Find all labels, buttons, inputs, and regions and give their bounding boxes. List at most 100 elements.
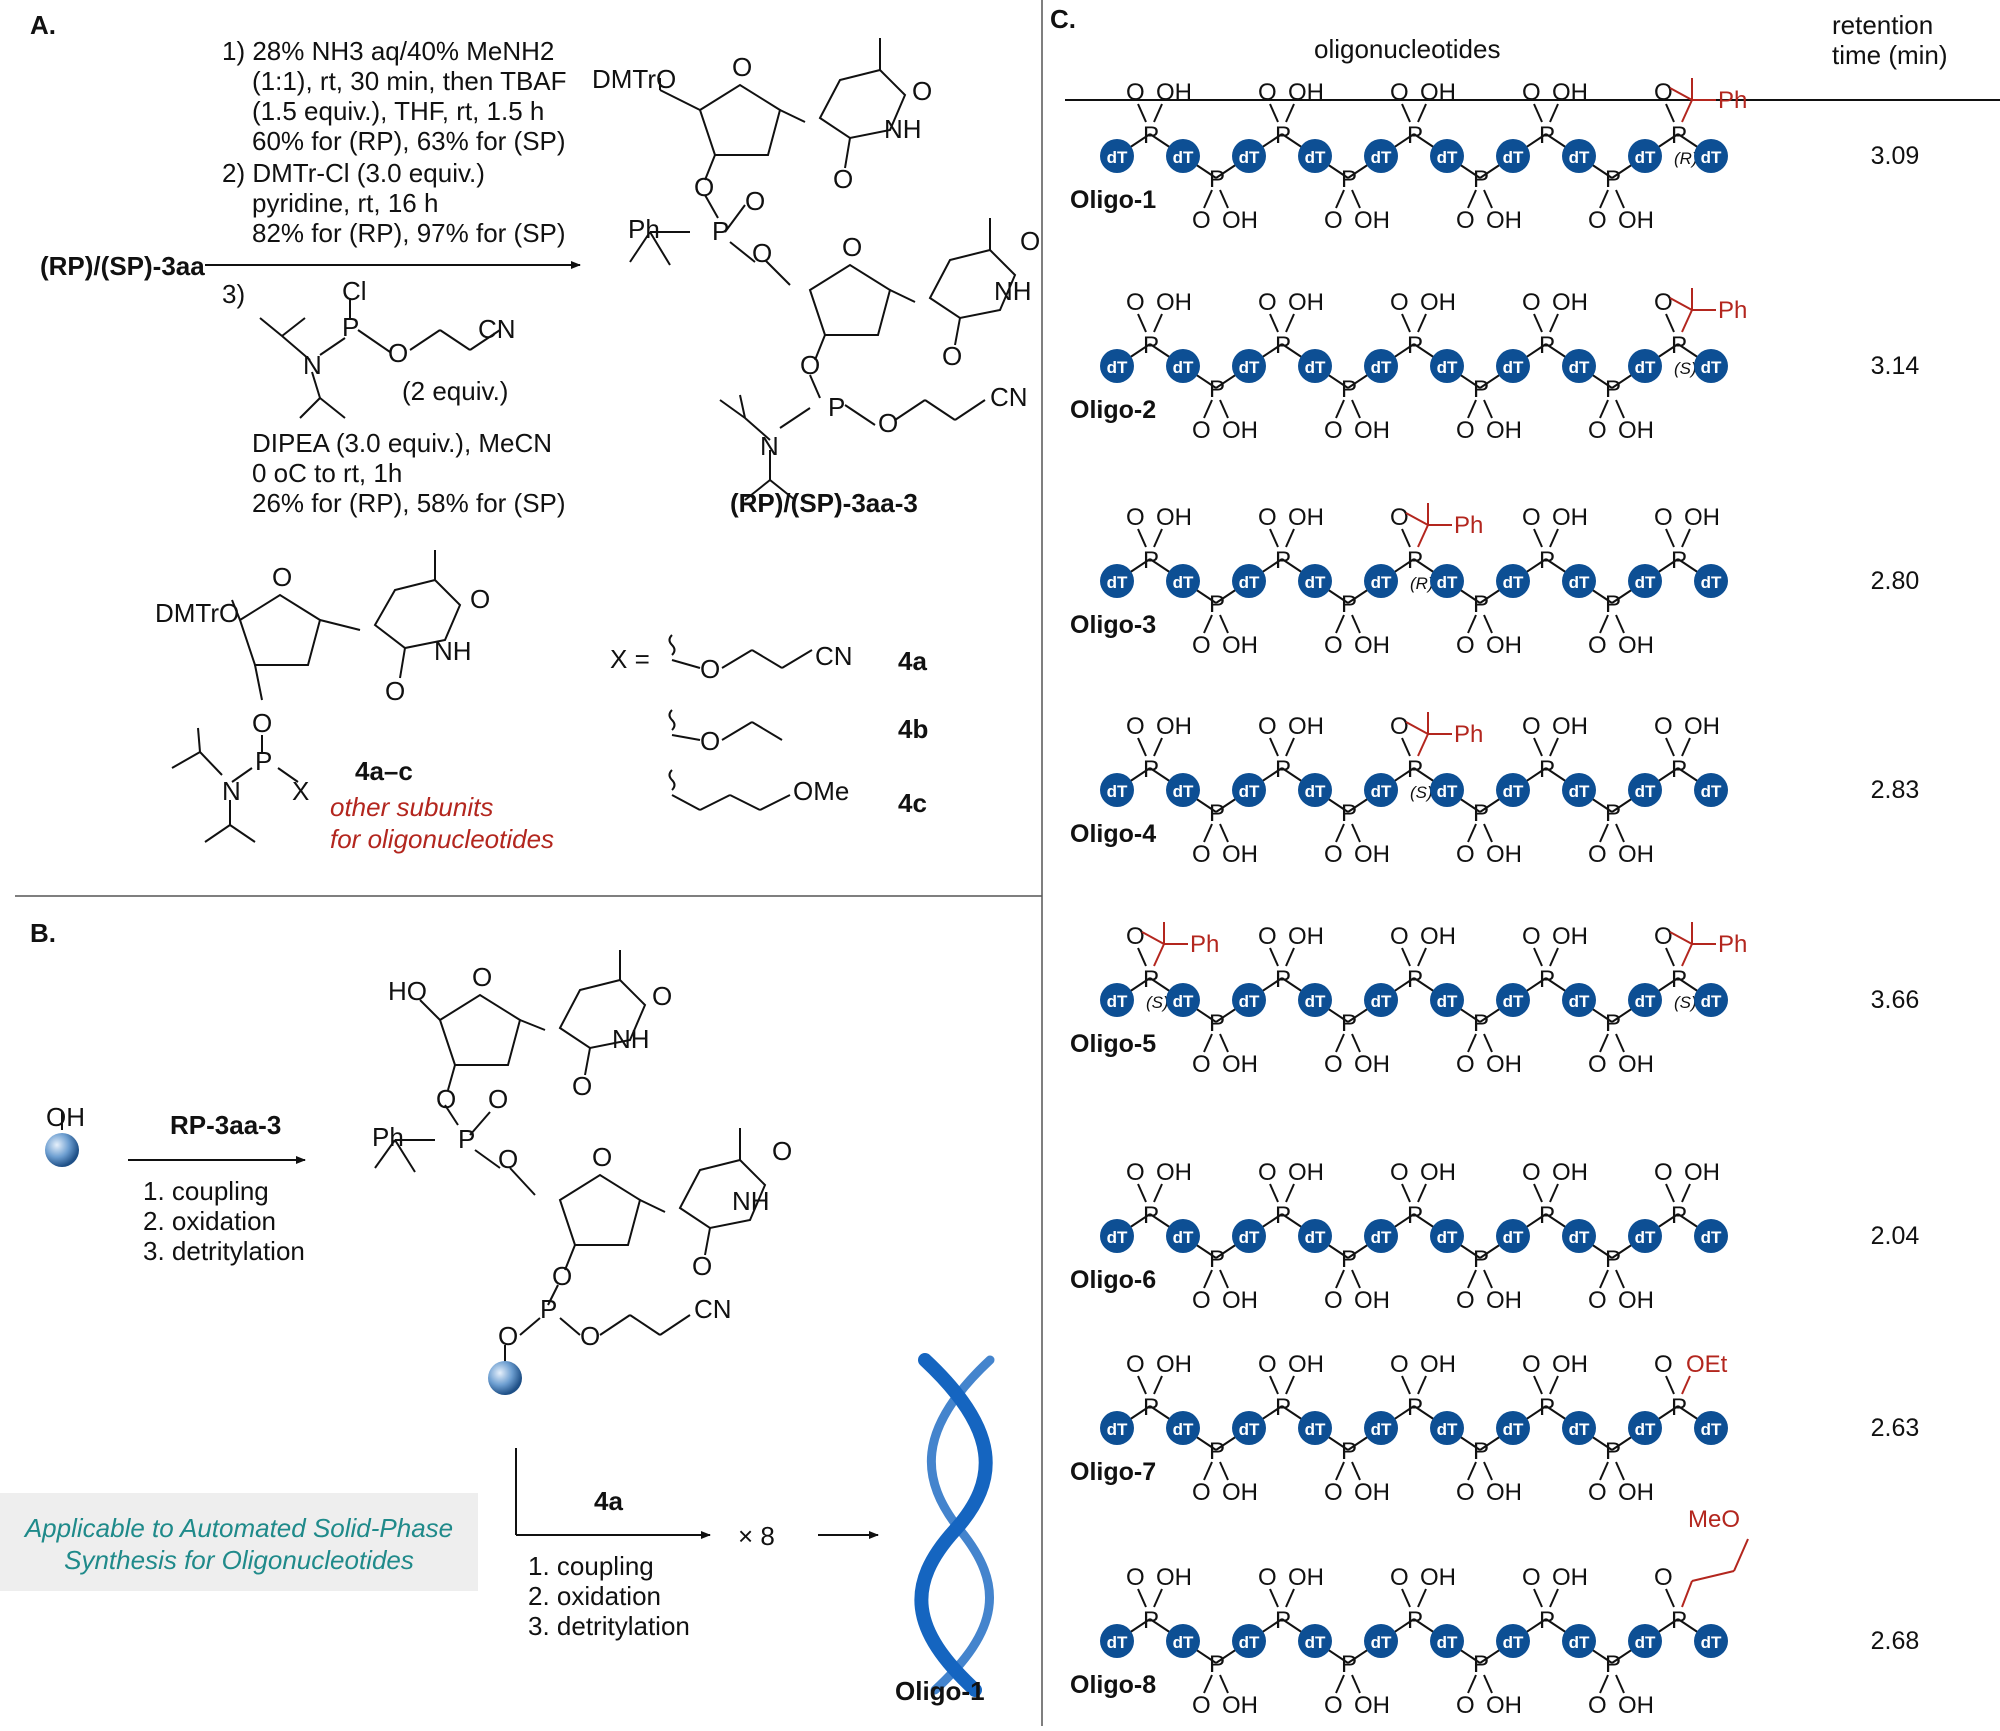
phosphorus-atom: P xyxy=(1341,800,1357,827)
hydroxyl-group: OH xyxy=(1486,632,1522,659)
phosphorus-atom: P xyxy=(1209,1246,1225,1273)
dt-label: dT xyxy=(1371,782,1392,801)
ring-o-1: O xyxy=(732,52,752,82)
hydroxyl-group: OH xyxy=(1618,417,1654,444)
phosphorus-atom: P xyxy=(1539,966,1555,993)
oxo-atom: O xyxy=(1654,504,1673,531)
panel-b-label: B. xyxy=(30,918,56,948)
cond3-line1: DIPEA (3.0 equiv.), MeCN xyxy=(252,428,552,458)
phosphorus-atom: P xyxy=(1275,1394,1291,1421)
hydroxyl-group: OH xyxy=(1684,504,1720,531)
bridge-o-4: O xyxy=(252,708,272,738)
oh-bond xyxy=(1285,1588,1295,1608)
retention-time: 3.09 xyxy=(1871,142,1920,170)
oxo-atom: O xyxy=(1588,1287,1607,1314)
dt-nucleoside xyxy=(1562,349,1596,383)
dt-label: dT xyxy=(1701,782,1722,801)
oxo-atom: O xyxy=(1258,1159,1277,1186)
dt-label: dT xyxy=(1701,148,1722,167)
phosphorus-atom: P xyxy=(1143,756,1159,783)
dt-label: dT xyxy=(1569,992,1590,1011)
cumyl-bond xyxy=(1417,733,1429,757)
stereo-descriptor: (R) xyxy=(1410,574,1434,593)
dt-nucleoside xyxy=(1430,564,1464,598)
oh-bond xyxy=(1351,823,1361,843)
phosphorus-atom: P xyxy=(1539,1394,1555,1421)
oxo-atom: O xyxy=(1522,923,1541,950)
panel-c-label: C. xyxy=(1050,4,1076,34)
b-p-atom-1: P xyxy=(458,1124,475,1154)
oxo-atom: O xyxy=(1522,713,1541,740)
oxo-bond xyxy=(1401,313,1411,333)
oxo-atom: O xyxy=(1324,1692,1343,1719)
stereo-descriptor: (R) xyxy=(1674,149,1698,168)
oxo-atom: O xyxy=(1456,1287,1475,1314)
oxo-bond xyxy=(1665,528,1675,548)
retention-time: 2.04 xyxy=(1871,1222,1920,1250)
hydroxyl-group: OH xyxy=(1552,1159,1588,1186)
hydroxyl-group: OH xyxy=(1618,1479,1654,1506)
phosphorus-atom: P xyxy=(1473,1246,1489,1273)
oxo-bond xyxy=(1401,1183,1411,1203)
retention-time: 2.68 xyxy=(1871,1627,1920,1655)
subunit-note-line2: for oligonucleotides xyxy=(330,824,554,854)
x4a-id: 4a xyxy=(898,646,927,676)
dt-label: dT xyxy=(1107,1420,1128,1439)
b-bridge-o-2: O xyxy=(498,1144,518,1174)
b-carbonyl-o-1: O xyxy=(652,981,672,1011)
oxo-atom: O xyxy=(1588,1479,1607,1506)
phosphorus-atom: P xyxy=(1671,1607,1687,1634)
oxo-atom: O xyxy=(1654,1351,1673,1378)
hydroxyl-group: OH xyxy=(1486,207,1522,234)
oxo-bond xyxy=(1665,737,1675,757)
phosphorus-atom: P xyxy=(1209,800,1225,827)
p-atom-4: P xyxy=(255,746,272,776)
hydroxyl-group: OH xyxy=(1486,417,1522,444)
oxo-bond xyxy=(1137,947,1147,967)
b-nh-2: NH xyxy=(732,1186,770,1216)
oh-bond xyxy=(1549,103,1559,123)
b-nh-1: NH xyxy=(612,1024,650,1054)
banner-line1: Applicable to Automated Solid-Phase xyxy=(23,1513,453,1543)
dt-nucleoside xyxy=(1298,1624,1332,1658)
b-o-atom-1: O xyxy=(580,1321,600,1351)
retention-time: 3.14 xyxy=(1871,352,1920,380)
oligo-1-product: Oligo-1 xyxy=(895,1676,985,1706)
dt-label: dT xyxy=(1173,992,1194,1011)
dt-label: dT xyxy=(1569,358,1590,377)
dt-label: dT xyxy=(1239,992,1260,1011)
cumyl-bond xyxy=(1669,931,1693,945)
dt-nucleoside xyxy=(1166,773,1200,807)
methoxypropyl-bond xyxy=(1681,1580,1693,1608)
oxo-bond xyxy=(1401,1588,1411,1608)
oh-bond xyxy=(1483,1269,1493,1289)
dt-nucleoside xyxy=(1496,983,1530,1017)
ring-o-2: O xyxy=(842,232,862,262)
oxo-bond xyxy=(1335,189,1345,209)
oxo-bond xyxy=(1533,1183,1543,1203)
oxo-atom: O xyxy=(1654,713,1673,740)
dt-nucleoside xyxy=(1100,349,1134,383)
dt-label: dT xyxy=(1239,573,1260,592)
oxo-bond xyxy=(1533,737,1543,757)
oxo-bond xyxy=(1203,399,1213,419)
oxo-atom: O xyxy=(1192,1692,1211,1719)
oxo-bond xyxy=(1269,103,1279,123)
dt-label: dT xyxy=(1305,358,1326,377)
oxo-atom: O xyxy=(1456,1692,1475,1719)
dt-nucleoside xyxy=(1694,983,1728,1017)
dt-label: dT xyxy=(1635,1633,1656,1652)
dt-nucleoside xyxy=(1694,1411,1728,1445)
hydroxyl-group: OH xyxy=(1618,841,1654,868)
oh-bond xyxy=(1483,399,1493,419)
dt-nucleoside xyxy=(1628,349,1662,383)
b-p-atom-2: P xyxy=(540,1294,557,1324)
dt-label: dT xyxy=(1701,1228,1722,1247)
dt-label: dT xyxy=(1569,1420,1590,1439)
cond2-line1: 2) DMTr-Cl (3.0 equiv.) xyxy=(222,158,485,188)
oh-bond xyxy=(1285,1183,1295,1203)
dt-label: dT xyxy=(1503,573,1524,592)
oxo-atom: O xyxy=(1456,632,1475,659)
dt-label: dT xyxy=(1503,782,1524,801)
